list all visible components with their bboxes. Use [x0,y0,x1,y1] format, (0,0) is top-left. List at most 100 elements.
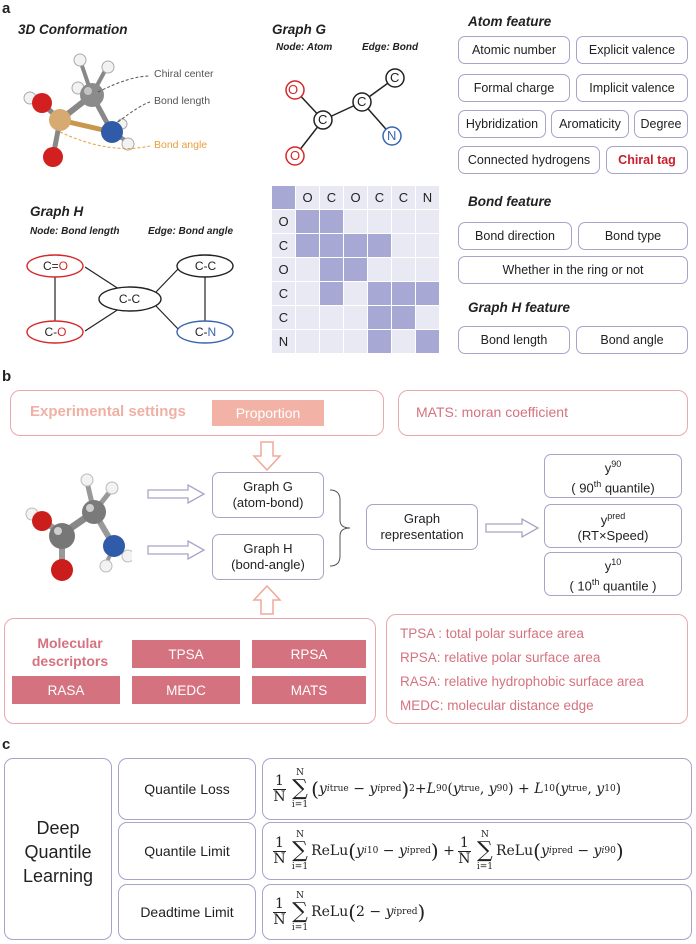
quantile-loss-formula-box [262,758,692,820]
matrix-cell [320,210,343,233]
atom-feature-implicit-valence: Implicit valence [576,74,688,102]
desc-note-rpsa: RPSA: relative polar surface area [400,650,601,665]
quantile-limit-formula-box [262,822,692,880]
graph-g-atom-c1: C [318,112,328,127]
graph-g-atom-o2: O [290,148,301,163]
graph-h-feature-bond-length: Bond length [458,326,570,354]
experimental-settings-box [10,390,384,436]
matrix-cell [368,306,391,329]
graph-rep-line2: representation [380,527,464,542]
desc-note-tpsa: TPSA : total polar surface area [400,626,584,641]
mats-note-box [398,390,688,436]
matrix-cell [392,234,415,257]
matrix-col-header: O [344,186,367,209]
matrix-cell [320,258,343,281]
graph-g-title: Graph G [272,22,327,37]
matrix-col-header: N [416,186,439,209]
descriptor-mats: MATS [252,676,366,704]
bond-angle-label: Bond angle [154,139,208,151]
graph-g-box-line2: (atom-bond) [232,495,304,510]
matrix-cell [416,258,439,281]
matrix-cell [296,210,319,233]
output-ypred-box: ypred (RT×Speed) [544,504,682,548]
graph-representation-box: Graph representation [366,504,478,550]
descriptor-notes-box [386,614,688,724]
matrix-col-header: O [296,186,319,209]
chiral-center-label: Chiral center [154,68,214,80]
graph-h-node-cc-center: C-C [118,292,141,306]
matrix-cell [416,330,439,353]
matrix-cell [368,210,391,233]
desc-note-medc: MEDC: molecular distance edge [400,698,594,713]
mats-note-text: MATS: moran coefficient [416,404,568,420]
graph-h-diagram [26,254,234,344]
deadtime-limit-label: Deadtime Limit [140,904,234,920]
matrix-row-header: O [272,210,295,233]
matrix-cell [296,234,319,257]
matrix-cell [320,306,343,329]
matrix-cell [416,306,439,329]
matrix-col-header: C [368,186,391,209]
descriptor-medc: MEDC [132,676,240,704]
graph-h-title: Graph H [30,204,84,219]
bond-feature-title: Bond feature [468,194,552,209]
graph-h-edge-label: Edge: Bond angle [148,226,233,237]
matrix-cell [392,258,415,281]
panel-b-letter: b [2,368,12,385]
output-y10-line1: y10 [604,556,622,573]
output-y90-box: y90 ( 90th quantile) [544,454,682,498]
quantile-loss-box [118,758,256,820]
graph-h-node-cn: C-N [194,325,217,339]
arrow-to-graph-g [147,484,206,504]
matrix-col-header: C [320,186,343,209]
matrix-cell [296,258,319,281]
arrow-to-outputs [485,518,540,538]
matrix-cell [296,306,319,329]
atom-feature-explicit-valence: Explicit valence [576,36,688,64]
graph-h-node-label: Node: Bond length [30,226,120,237]
conformation-title: 3D Conformation [18,22,128,37]
output-ypred-line1: ypred [600,510,626,528]
graph-h-node-co-single: C-O [44,325,67,339]
proportion-chip: Proportion [212,400,324,426]
output-y10-box: y10 ( 10th quantile ) [544,552,682,596]
molecular-descriptors-box [4,618,376,724]
quantile-limit-label: Quantile Limit [144,843,230,859]
matrix-row-header: C [272,282,295,305]
matrix-cell [344,306,367,329]
graph-h-box: Graph H (bond-angle) [212,534,324,580]
matrix-cell [416,210,439,233]
matrix-cell [392,306,415,329]
atom-feature-connected-hydrogens: Connected hydrogens [458,146,600,174]
experimental-settings-label: Experimental settings [30,403,186,420]
molecular-descriptors-label: Molecular descriptors [31,635,109,669]
matrix-cell [368,234,391,257]
output-y90-line1: y90 [604,458,622,475]
matrix-row-header: N [272,330,295,353]
output-y10-line2: ( 10th quantile ) [569,577,657,594]
descriptor-rpsa: RPSA [252,640,366,668]
graph-h-box-line2: (bond-angle) [231,557,305,572]
molecule-ball-stick [25,473,132,581]
matrix-corner [272,186,295,209]
bond-feature-direction: Bond direction [458,222,572,250]
matrix-cell [368,258,391,281]
matrix-cell [392,330,415,353]
graph-h-box-line1: Graph H [243,541,293,556]
atom-feature-title: Atom feature [468,14,552,29]
atom-feature-chiral-tag: Chiral tag [606,146,688,174]
down-arrow-top [252,441,282,472]
arrow-to-graph-h [147,540,206,560]
merge-bracket [329,489,351,567]
desc-note-rasa: RASA: relative hydrophobic surface area [400,674,644,689]
matrix-cell [320,330,343,353]
atom-feature-hybridization: Hybridization [458,110,546,138]
graph-g-edge-label: Edge: Bond [362,42,419,53]
matrix-col-header: C [392,186,415,209]
matrix-cell [416,282,439,305]
quantile-loss-label: Quantile Loss [144,781,230,797]
